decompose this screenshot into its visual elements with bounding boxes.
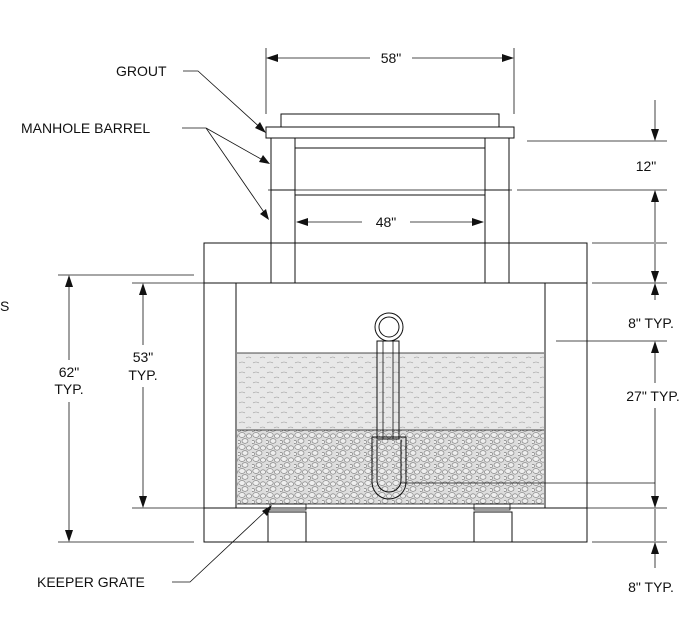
dim-interior-height-label-2: TYP.	[128, 367, 157, 383]
dim-inner-width	[296, 218, 484, 226]
dim-interior-height-label-1: 53"	[133, 349, 154, 365]
grout-leader	[183, 70, 266, 133]
edge-label: S	[0, 298, 9, 314]
dim-top-width	[265, 48, 515, 114]
dim-media-depth-label: 27" TYP.	[626, 388, 680, 404]
dim-base-slab	[592, 509, 667, 568]
dim-barrel-height	[517, 100, 667, 230]
dim-top-slab	[592, 230, 667, 300]
riser-pipe	[371, 312, 655, 500]
filter-media	[237, 352, 544, 505]
dim-overall-height-label-2: TYP.	[54, 381, 83, 397]
keeper-grate	[269, 503, 511, 511]
dim-overall-height-label-1: 62"	[59, 364, 80, 380]
manhole-barrel-leader	[182, 127, 270, 220]
dim-overall-height	[58, 274, 194, 543]
grout-label: GROUT	[116, 63, 167, 79]
keeper-grate-leader	[172, 505, 272, 583]
manhole-barrel-label: MANHOLE BARREL	[21, 120, 150, 136]
dim-top-width-label: 58"	[381, 50, 402, 66]
dim-barrel-height-label: 12"	[636, 158, 657, 174]
keeper-grate-label: KEEPER GRATE	[37, 574, 145, 590]
dim-inner-width-label: 48"	[376, 214, 397, 230]
dim-media-depth	[556, 340, 667, 509]
dim-top-slab-label: 8" TYP.	[628, 315, 674, 331]
manhole-cover	[265, 113, 515, 139]
dim-interior-height	[132, 282, 234, 509]
dim-base-slab-label: 8" TYP.	[628, 579, 674, 595]
